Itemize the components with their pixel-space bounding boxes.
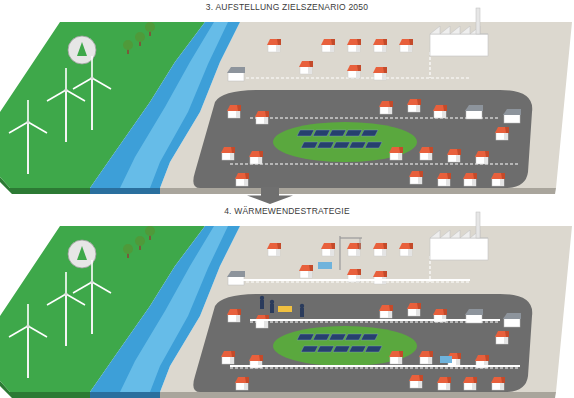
scenario-illustration [0,8,572,194]
panel-heading: 4. WÄRMEWENDESTRATEGIE [0,204,574,217]
measures [230,236,520,366]
panel-heading: 3. AUFSTELLUNG ZIELSZENARIO 2050 [0,0,574,13]
illustration-panel: 4. WÄRMEWENDESTRATEGIE [0,204,574,398]
flow-arrow [247,187,293,204]
illustration-panel: 3. AUFSTELLUNG ZIELSZENARIO 2050 [0,0,574,187]
strategy-illustration [0,212,572,398]
